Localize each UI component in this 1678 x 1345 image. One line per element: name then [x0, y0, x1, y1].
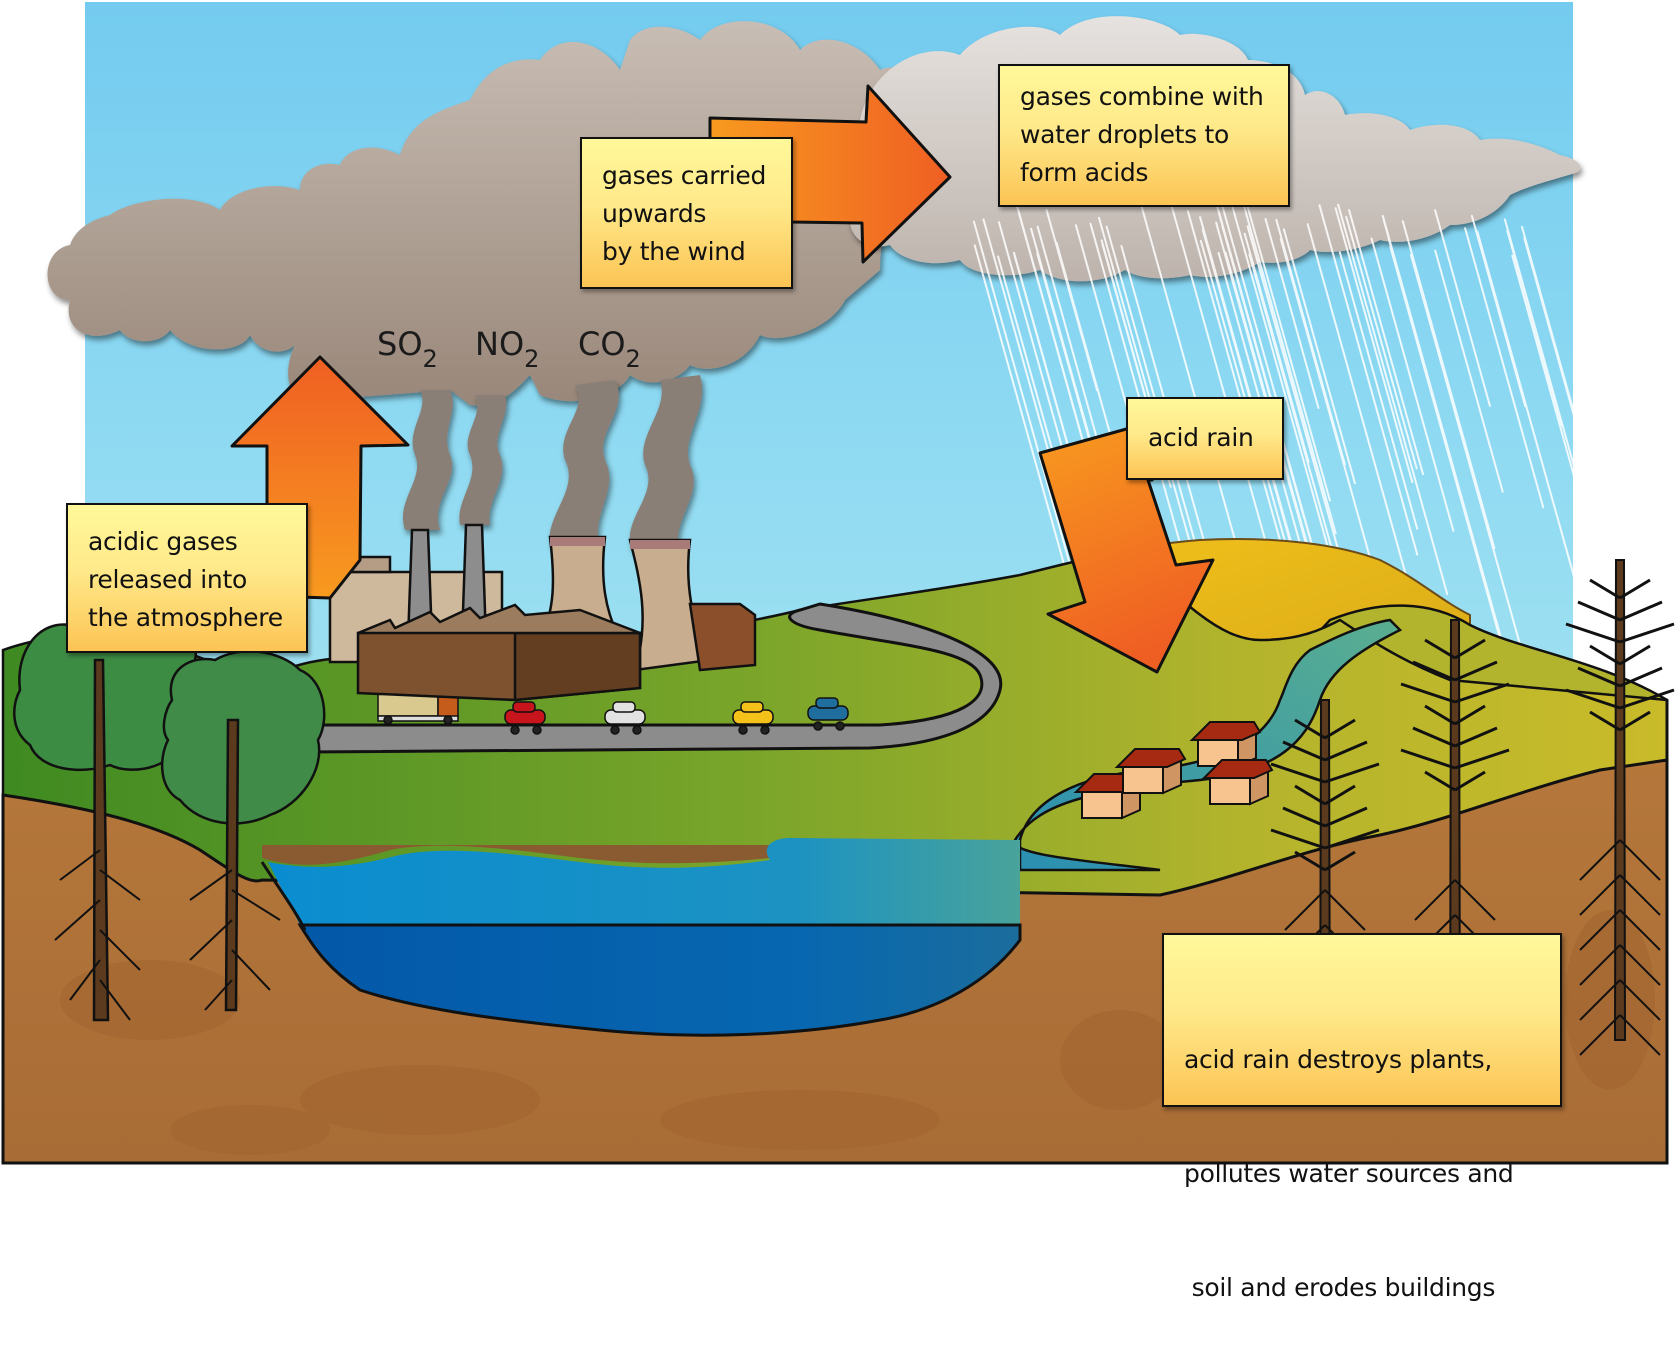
- rain-streak: [1434, 249, 1504, 493]
- label-line: the atmosphere: [88, 603, 283, 632]
- vehicle-car: [732, 701, 774, 735]
- lake: [260, 838, 1022, 1037]
- label-acid-rain: acid rain: [1126, 397, 1284, 480]
- tree-roots: [54, 849, 281, 1021]
- rain-streak: [1337, 203, 1449, 595]
- rain-streak: [1045, 208, 1099, 392]
- dead-tree: [1565, 559, 1675, 1056]
- label-acidic-gases: acidic gases released into the atmospher…: [66, 503, 308, 653]
- river: [1013, 618, 1403, 872]
- label-line: gases carried: [602, 161, 767, 190]
- gas-co2: CO2: [578, 325, 641, 373]
- road: [303, 602, 1003, 754]
- label-line: released into: [88, 565, 247, 594]
- house: [1114, 748, 1187, 795]
- rain-streak: [1523, 238, 1573, 416]
- vehicle-pickup: [807, 697, 849, 731]
- label-line: form acids: [1020, 158, 1149, 187]
- rain-streak: [1476, 230, 1573, 577]
- rain-streak: [1334, 207, 1414, 484]
- label-line: water droplets to: [1020, 120, 1230, 149]
- label-line: soil and erodes buildings: [1184, 1273, 1496, 1302]
- rain-streak: [1015, 203, 1090, 464]
- rain-streak: [1242, 202, 1337, 535]
- rain-streak: [1245, 202, 1331, 502]
- houses: [1073, 721, 1274, 820]
- rain-streak: [1370, 237, 1455, 532]
- rain-streak: [1282, 228, 1356, 485]
- label-line: by the wind: [602, 237, 746, 266]
- label-line: acid rain destroys plants,: [1184, 1045, 1492, 1074]
- rain-streak: [1464, 227, 1545, 509]
- healthy-tree: [160, 650, 326, 1012]
- rain-streak: [1470, 214, 1527, 408]
- vehicle-car: [504, 701, 546, 735]
- rain-streak: [1401, 220, 1496, 550]
- label-line: gases combine with: [1020, 82, 1264, 111]
- label-gases-combine: gases combine with water droplets to for…: [998, 64, 1290, 207]
- smoke-plumes: [402, 375, 703, 550]
- rain-streak: [1221, 204, 1280, 407]
- rain-streak: [1243, 232, 1310, 464]
- house: [1201, 759, 1274, 806]
- soil-texture: [60, 910, 1655, 1155]
- rain-streak: [1506, 229, 1563, 427]
- rain-streak: [1511, 254, 1573, 477]
- gas-so2: SO2: [377, 325, 438, 373]
- label-effects: acid rain destroys plants, pollutes wate…: [1162, 933, 1562, 1302]
- rain-streak: [1434, 209, 1491, 407]
- rain-streak: [1409, 253, 1527, 665]
- rain-streak: [973, 244, 1080, 616]
- vehicle-van: [604, 701, 646, 735]
- rain-streak: [1338, 251, 1419, 530]
- rain-streak: [1318, 204, 1419, 556]
- label-line: upwards: [602, 199, 707, 228]
- label-line: acidic gases: [88, 527, 238, 556]
- rain-streak: [1345, 215, 1418, 470]
- rain-streak: [1279, 238, 1379, 585]
- label-line: acid rain: [1148, 423, 1254, 452]
- rain-streak: [1348, 209, 1425, 476]
- soil-frame: [1, 700, 1669, 1165]
- label-carried-upwards: gases carried upwards by the wind: [580, 137, 793, 289]
- rain-streak: [1389, 245, 1501, 639]
- factory: [328, 375, 757, 702]
- rain-streak: [1264, 217, 1320, 409]
- gas-no2: NO2: [475, 325, 539, 373]
- label-line: pollutes water sources and: [1184, 1159, 1514, 1188]
- gas-formulas: SO2 NO2 CO2: [377, 325, 641, 373]
